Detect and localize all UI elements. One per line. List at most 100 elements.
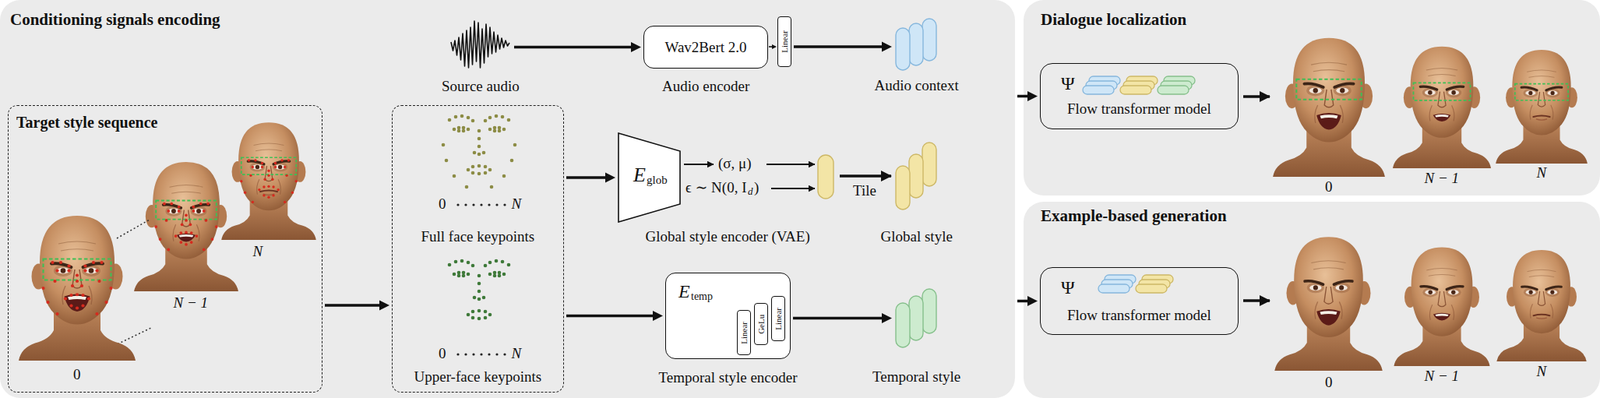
target-style-faces — [154, 202, 218, 252]
connector-line — [793, 45, 885, 49]
annotation-label: 0 — [1325, 178, 1333, 196]
node-text: GeLu — [756, 313, 767, 334]
arrow-connector — [792, 313, 892, 324]
section-panel: Dialogue localizationΨ Flow transformer m… — [1023, 0, 1600, 196]
node-text: Flow transformer model — [1067, 306, 1212, 325]
arrow-head — [1027, 91, 1038, 102]
keypoint-plots — [447, 259, 512, 321]
keypoint-plots — [447, 114, 512, 177]
internal-arrows — [683, 163, 714, 166]
output-faces-localized — [1272, 38, 1386, 177]
sequence-dots — [495, 203, 498, 206]
node-text: Upper-face keypoints — [414, 368, 543, 386]
node-text: Audio context — [874, 77, 959, 95]
connector-line — [792, 317, 885, 321]
target-style-faces — [41, 260, 113, 316]
sequence-dots — [487, 203, 490, 206]
model-embedding-pills — [1120, 85, 1152, 95]
annotation-label: N — [511, 345, 522, 363]
target-style-faces — [133, 162, 239, 292]
node-text: Temporal style encoder — [659, 369, 798, 387]
temporal-embedding-stack — [895, 303, 910, 348]
internal-arrows — [771, 187, 815, 190]
arrow-head — [1027, 296, 1038, 307]
output-faces-localized — [1533, 116, 1550, 121]
annotation-label: (σ, μ) — [718, 155, 752, 173]
embedding-stack: Global style — [894, 142, 939, 210]
output-faces-example — [1393, 246, 1490, 367]
global-embedding-stack — [895, 165, 910, 210]
output-faces-localized — [1392, 46, 1491, 169]
section-panel: Example-based generationΨ Flow transforme… — [1023, 201, 1600, 398]
annotation-label: ϵ ∼ N(0, I — [685, 179, 748, 197]
internal-arrows — [1243, 299, 1270, 303]
model-box: Ψ Flow transformer model — [1039, 267, 1239, 335]
output-faces-localized — [1515, 84, 1569, 101]
arrow-head — [771, 44, 777, 50]
audio-embedding-stack — [909, 23, 924, 66]
internal-arrows — [683, 96, 1270, 301]
node-text: glob — [646, 173, 668, 187]
target-style-faces — [18, 122, 317, 361]
target-style-faces — [18, 215, 136, 361]
annotation-label: Tile — [852, 182, 877, 200]
temporal-embedding-stack — [909, 296, 924, 341]
sequence-dots — [503, 203, 506, 206]
sequence-dots — [456, 352, 459, 356]
sequence-dots — [456, 203, 459, 206]
embedding-stack: Audio context — [894, 18, 939, 71]
output-faces-example — [1316, 309, 1340, 326]
output-faces-localized — [1316, 112, 1342, 131]
arrow-connector — [768, 44, 777, 50]
annotation-label: N — [1536, 362, 1548, 381]
section-panel: Conditioning signals encodingTarget styl… — [0, 0, 1015, 398]
sequence-dots — [479, 203, 483, 206]
sequence-dots — [495, 352, 498, 356]
arrow-head — [630, 42, 642, 53]
node-text: Wav2Bert 2.0 — [665, 38, 748, 57]
mlp-layer: Linear — [736, 310, 751, 356]
output-faces-example — [1274, 236, 1382, 371]
panel-backgrounds — [1023, 201, 1600, 398]
node-text: Linear — [739, 320, 750, 344]
output-faces-example — [1533, 314, 1551, 319]
target-style-faces — [239, 158, 298, 204]
keypoint-plots — [441, 114, 518, 190]
target-style-faces — [18, 215, 136, 361]
node-text: Flow transformer model — [1067, 100, 1212, 118]
output-faces-localized — [1392, 46, 1491, 169]
connector-line — [324, 303, 383, 307]
output-faces-localized — [1272, 38, 1386, 177]
keypoint-plots — [441, 143, 518, 190]
model-embedding-pills — [1098, 284, 1130, 293]
target-style-faces — [260, 190, 278, 195]
mlp-layer: GeLu — [754, 303, 769, 346]
style-sequence-box: Target style sequence — [7, 105, 323, 393]
annotation-label: N − 1 — [1424, 169, 1460, 187]
linear-layer: Linear — [777, 16, 792, 67]
sequence-dots — [503, 352, 506, 356]
arrow-head — [605, 172, 616, 184]
keypoints-box: Full face keypointsUpper-face keypoints — [391, 105, 564, 393]
connector-line — [514, 45, 635, 50]
node-text: Ψ — [1060, 277, 1075, 300]
node-text: Dialogue localization — [1040, 10, 1187, 29]
encoder-box: EtempTemporal style encoderLinearGeLuLin… — [665, 272, 791, 360]
internal-arrows — [1243, 95, 1270, 99]
arrow-connector — [324, 300, 390, 311]
target-style-faces — [221, 122, 317, 240]
annotation-label: N — [511, 195, 522, 213]
output-faces-localized — [1495, 49, 1588, 164]
node-text: Full face keypoints — [421, 228, 536, 246]
arrow-connector — [1017, 296, 1038, 307]
node-text: Example-based generation — [1040, 206, 1227, 226]
node-text: Ψ — [1060, 73, 1075, 96]
arrow-head — [379, 300, 390, 311]
annotation-label: N — [1536, 164, 1548, 182]
audio-embedding-stack — [895, 18, 937, 71]
node-text: Target style sequence — [16, 113, 158, 132]
global-embedding-stack — [909, 154, 924, 198]
arrow-head — [652, 310, 663, 321]
